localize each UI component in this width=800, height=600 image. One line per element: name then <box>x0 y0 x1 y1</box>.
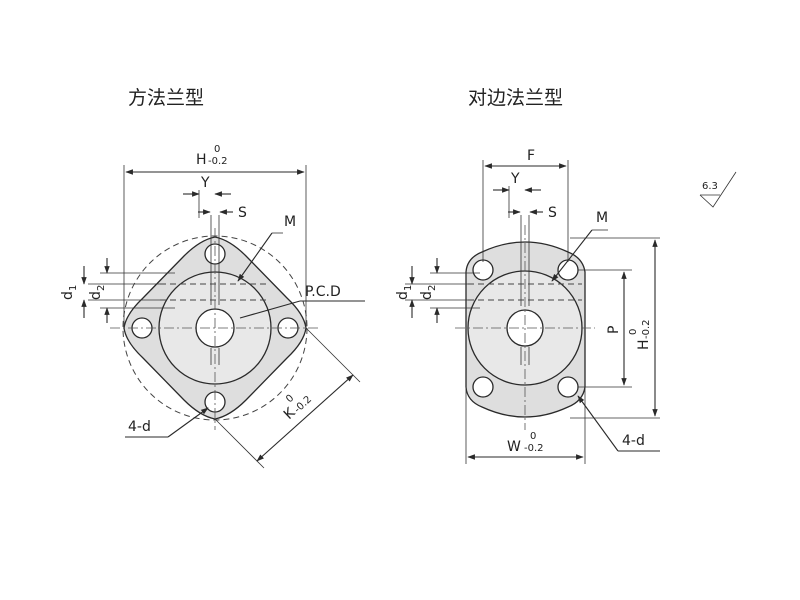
opp-dim-label-4d: 4-d <box>622 433 645 449</box>
opp-dim-label-H: H <box>636 339 652 350</box>
dim-label-Y: Y <box>200 175 210 191</box>
opp-dim-H-tol-upper: 0 <box>628 329 639 335</box>
dim-label-pcd: P.C.D <box>305 284 341 300</box>
opp-dim-label-H-group: H 0 -0.2 <box>628 319 652 350</box>
dim-K-tol-upper: 0 <box>284 393 296 405</box>
dim-W-tol-upper: 0 <box>530 431 536 442</box>
opp-mounting-hole-br <box>557 376 579 398</box>
opp-dim-H-tol-lower: -0.2 <box>641 319 652 339</box>
dim-W-tol-lower: -0.2 <box>524 443 544 454</box>
opp-dim-label-d2-group: d 2 <box>419 285 438 300</box>
dim-label-d2: d <box>88 291 104 300</box>
opp-dim-label-d1: d <box>395 291 411 300</box>
roughness-check-icon <box>699 171 737 208</box>
opp-dim-label-d2-sub: 2 <box>427 285 438 291</box>
opposite-flange-title: 对边法兰型 <box>468 87 563 109</box>
opp-dim-label-d2: d <box>419 291 435 300</box>
square-flange-title: 方法兰型 <box>128 87 204 109</box>
opp-dim-label-d1-sub: 1 <box>403 285 414 291</box>
dim-label-d2-group: d 2 <box>88 285 107 300</box>
opp-dim-label-S: S <box>548 205 557 221</box>
dim-label-4d: 4-d <box>128 419 151 435</box>
opp-mounting-hole-tl <box>472 259 494 281</box>
dim-label-d1-sub: 1 <box>68 285 79 291</box>
dim-H-tol-lower: -0.2 <box>208 156 228 167</box>
dim-label-F: F <box>527 148 535 164</box>
dim-label-d2-sub: 2 <box>96 285 107 291</box>
roughness-value: 6.3 <box>702 181 718 192</box>
dim-H-tol-upper: 0 <box>214 144 220 155</box>
opp-dim-label-M: M <box>596 210 608 226</box>
dim-label-d1: d <box>60 291 76 300</box>
opp-mounting-hole-bl <box>472 376 494 398</box>
dim-label-M: M <box>284 214 296 230</box>
dim-label-P-group: P <box>606 326 622 334</box>
surface-roughness-symbol: 6.3 <box>699 171 737 208</box>
opp-dim-label-d1-group: d 1 <box>395 285 414 300</box>
dim-label-W: W <box>507 439 521 455</box>
opposite-flange-drawing: 对边法兰型 F Y S <box>395 87 660 464</box>
dim-label-S: S <box>238 205 247 221</box>
dim-label-P: P <box>606 326 622 334</box>
dim-label-H: H <box>196 152 207 168</box>
square-flange-drawing: 方法兰型 H 0 -0.2 Y <box>60 87 365 469</box>
dim-label-d1-group: d 1 <box>60 285 79 300</box>
dim-line-K <box>256 374 354 462</box>
opp-dim-label-Y: Y <box>510 171 520 187</box>
dim-label-K-group: K 0 -0.2 <box>281 393 314 423</box>
